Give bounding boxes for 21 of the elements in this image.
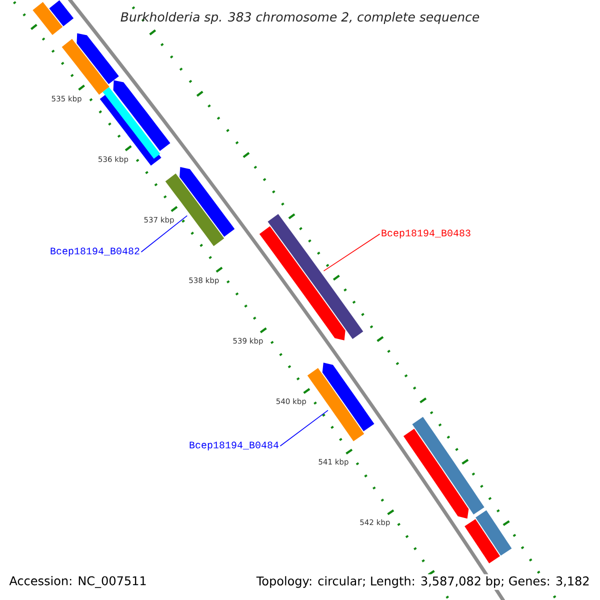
accession-text: Accession: NC_007511: [9, 576, 146, 588]
gene-bar: [322, 362, 374, 432]
gene-bar: [464, 519, 500, 564]
leader-line: [140, 215, 188, 252]
gene-bar: [62, 38, 110, 95]
gene-bar: [32, 2, 63, 35]
title: Burkholderia sp. 383 chromosome 2, complete sequence: [120, 12, 480, 24]
gene-bar: [412, 416, 484, 514]
gene-bar: [268, 214, 364, 339]
gene-bar: [403, 428, 469, 519]
gene-bar: [307, 368, 364, 442]
gene-bar: [476, 510, 512, 556]
summary-text: Topology: circular; Length: 3,587,082 bp; Genes: 3,182: [254, 574, 592, 590]
gene-bar: [76, 33, 119, 84]
gene-bar: [49, 0, 74, 26]
leader-line: [280, 410, 328, 446]
locus-label: Bcep18194_B0484: [190, 442, 278, 450]
locus-label: Bcep18194_B0482: [50, 248, 140, 256]
leader-line: [323, 234, 380, 272]
locus-label: Bcep18194_B0483: [382, 230, 470, 238]
gene-bar: [180, 167, 235, 237]
